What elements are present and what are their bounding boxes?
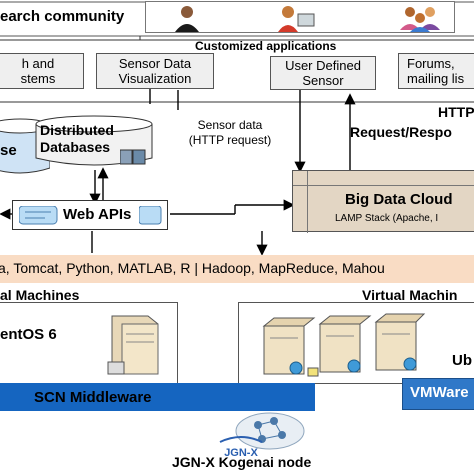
app-box-research-line2: stems [20, 71, 56, 86]
user-icons-box [145, 1, 455, 33]
vmware-band [402, 378, 474, 410]
sensor-data-label: Sensor data (HTTP request) [180, 118, 280, 148]
tools-label: a, Tomcat, Python, MATLAB, R | Hadoop, M… [0, 260, 385, 276]
vm-right-os: Ub [452, 352, 472, 369]
app-box-forums-line1: Forums, [407, 56, 455, 71]
tools-band [0, 255, 474, 283]
app-box-research-line1: h and [21, 56, 55, 71]
kogenai-node-label: JGN-X Kogenai node [172, 454, 312, 470]
server-cluster-icon [262, 313, 426, 377]
big-data-cloud-title: Big Data Cloud [345, 191, 453, 208]
http-label: HTTP [438, 104, 474, 120]
web-api-icon-right [139, 206, 162, 225]
distributed-databases-line1: Distributed [40, 122, 114, 138]
vm-left-os: entOS 6 [0, 326, 57, 343]
app-box-user-defined-sensor: User Defined Sensor [270, 56, 376, 90]
big-data-cloud-box: Big Data Cloud LAMP Stack (Apache, I [292, 170, 474, 233]
lamp-stack-label: LAMP Stack (Apache, I [335, 213, 439, 224]
vmware-label: VMWare [410, 384, 469, 401]
app-box-forums-line2: mailing lis [407, 71, 465, 86]
web-api-icon [19, 206, 58, 225]
scn-middleware-band [0, 383, 315, 411]
distributed-databases-label: Distributed Databases [40, 122, 114, 156]
user-group-icon [400, 7, 440, 32]
request-response-label: Request/Respo [350, 124, 452, 140]
scn-middleware-label: SCN Middleware [34, 389, 152, 406]
research-community-label: earch community [0, 8, 125, 25]
vm-left-title: al Machines [0, 287, 80, 303]
server-icon-left [107, 315, 159, 375]
big-data-cloud-divider [307, 171, 308, 233]
app-box-forums: Forums, mailing lis [398, 53, 474, 89]
sensor-data-line1: Sensor data [197, 118, 263, 132]
distributed-databases-line2: Databases [40, 139, 111, 155]
vm-right-title: Virtual Machin [362, 287, 458, 303]
researcher-icon [175, 6, 199, 32]
database-left-label: se [0, 142, 17, 159]
web-apis-box: Web APIs [12, 200, 168, 230]
network-cloud-icon [235, 412, 305, 450]
app-box-user-defined-sensor-line2: Sensor [302, 73, 344, 88]
app-box-sensor-visualization-line1: Sensor Data [118, 56, 192, 71]
sensor-data-line2: (HTTP request) [188, 133, 272, 147]
database-server-icon [120, 149, 146, 165]
jgn-x-logo-text: JGN-X [224, 447, 258, 459]
user-at-computer-icon [278, 6, 315, 32]
jgn-x-logo-icon: JGN-X [219, 436, 263, 459]
app-box-research: h and stems [0, 53, 84, 89]
customized-applications-label: Customized applications [195, 39, 337, 53]
app-box-sensor-visualization-line2: Visualization [118, 71, 192, 86]
web-apis-label: Web APIs [63, 206, 132, 223]
app-box-user-defined-sensor-line1: User Defined [285, 58, 361, 73]
big-data-cloud-header [293, 171, 474, 186]
app-box-sensor-visualization: Sensor Data Visualization [96, 53, 214, 89]
